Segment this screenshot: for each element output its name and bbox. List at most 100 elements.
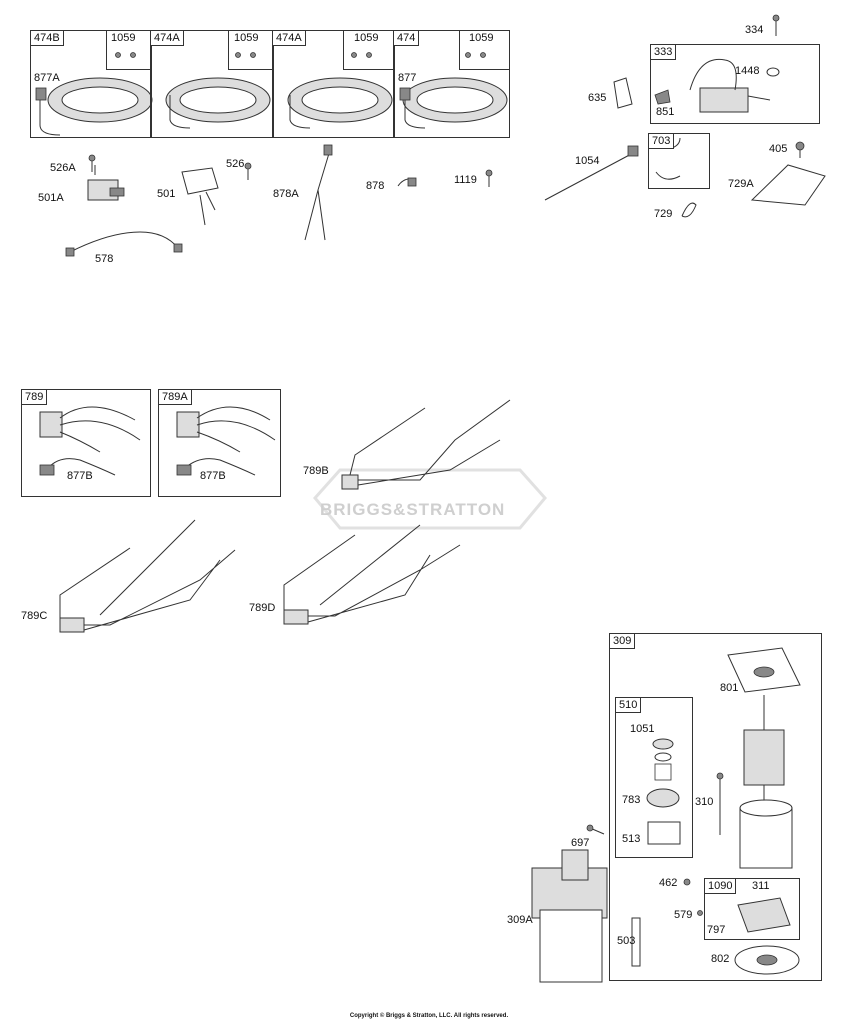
- label-797: 797: [707, 924, 726, 936]
- label-1054: 1054: [575, 155, 600, 167]
- screw-1059-box-3: [343, 30, 394, 70]
- harness-789: [39, 406, 141, 476]
- tag-1059-4: 1059: [466, 31, 497, 45]
- label-801: 801: [720, 682, 739, 694]
- screw-1059-box-2: [228, 30, 273, 70]
- harness-789D: [283, 524, 461, 625]
- label-526A: 526A: [50, 162, 76, 174]
- screw-1119: [485, 169, 493, 187]
- screw-334: [772, 14, 780, 36]
- tag-474B: 474B: [30, 30, 64, 46]
- label-334: 334: [745, 24, 764, 36]
- tag-474A-2: 474A: [272, 30, 306, 46]
- drive-kit-510: [646, 738, 681, 845]
- label-697: 697: [571, 837, 590, 849]
- label-877: 877: [398, 72, 417, 84]
- washer-1448: [766, 67, 780, 77]
- stator-474A-right: [287, 77, 393, 129]
- bolt-310: [716, 772, 724, 835]
- label-789D: 789D: [249, 602, 276, 614]
- label-789C: 789C: [21, 610, 48, 622]
- label-503: 503: [617, 935, 636, 947]
- label-462: 462: [659, 877, 678, 889]
- tag-789: 789: [21, 389, 48, 405]
- label-802: 802: [711, 953, 730, 965]
- label-878: 878: [366, 180, 385, 192]
- screw-1059-box-4: [459, 30, 510, 70]
- label-783: 783: [622, 794, 641, 806]
- bracket-801: [727, 647, 801, 693]
- tag-1059-3: 1059: [351, 31, 382, 45]
- washer-462: [683, 878, 691, 886]
- tag-309: 309: [609, 633, 636, 649]
- watermark-logo: [313, 468, 547, 530]
- harness-789B: [341, 399, 511, 490]
- label-311: 311: [752, 880, 770, 892]
- housing: [739, 799, 793, 869]
- starter-box-309: [609, 633, 822, 981]
- tag-1090: 1090: [704, 878, 737, 894]
- label-578: 578: [95, 253, 114, 265]
- spark-plug-boot-635: [613, 77, 633, 109]
- tag-1059-1: 1059: [108, 31, 139, 45]
- screw-405: [795, 141, 805, 158]
- ignition-box-333: [650, 44, 820, 124]
- label-851: 851: [656, 106, 675, 118]
- harness-789C: [59, 519, 236, 633]
- label-729A: 729A: [728, 178, 754, 190]
- connector-878: [397, 177, 417, 187]
- label-1051: 1051: [630, 723, 655, 735]
- label-789B: 789B: [303, 465, 329, 477]
- label-877B-2: 877B: [200, 470, 226, 482]
- tag-333: 333: [650, 44, 677, 60]
- regulator-501: [181, 167, 219, 226]
- screw-1059-icons: [115, 52, 486, 58]
- harness-878A: [304, 144, 333, 241]
- label-501A: 501A: [38, 192, 64, 204]
- screw-697: [586, 824, 605, 835]
- terminal-503: [631, 917, 641, 967]
- nut-579: [697, 910, 703, 916]
- ignition-coil-333: [689, 58, 771, 113]
- clip-box-703: [648, 133, 710, 189]
- clip-851: [654, 89, 671, 105]
- end-cap-802: [734, 945, 800, 975]
- tag-703: 703: [648, 133, 675, 149]
- brush-plate-311: [737, 897, 791, 933]
- screw-526A: [88, 154, 96, 172]
- screw-1059-box-1: [106, 30, 151, 70]
- shield-729A: [750, 164, 826, 206]
- clip-729: [681, 202, 697, 218]
- regulator-501A: [87, 165, 125, 201]
- drive-box-510: [615, 697, 693, 858]
- copyright-text: Copyright © Briggs & Stratton, LLC. All …: [349, 1013, 509, 1019]
- label-579: 579: [674, 909, 693, 921]
- brush-box-1090: [704, 878, 800, 940]
- label-1119: 1119: [454, 174, 477, 186]
- harness-box-789A: [158, 389, 281, 497]
- screw-526: [244, 162, 252, 180]
- harness-789A: [176, 406, 276, 476]
- label-513: 513: [622, 833, 641, 845]
- label-526: 526: [226, 158, 245, 170]
- label-877A: 877A: [34, 72, 60, 84]
- stator-877A: [35, 77, 153, 136]
- harness-578: [65, 231, 183, 257]
- tag-789A: 789A: [158, 389, 192, 405]
- tag-510: 510: [615, 697, 642, 713]
- tag-474A-1: 474A: [150, 30, 184, 46]
- starter-motor-309A: [531, 849, 608, 983]
- label-309A: 309A: [507, 914, 533, 926]
- harness-box-789: [21, 389, 151, 497]
- label-729: 729: [654, 208, 673, 220]
- stator-877: [399, 77, 508, 129]
- cable-tie-1054: [544, 145, 639, 201]
- tag-474: 474: [393, 30, 420, 46]
- label-310: 310: [695, 796, 714, 808]
- label-501: 501: [157, 188, 176, 200]
- label-878A: 878A: [273, 188, 299, 200]
- stator-474A-left: [165, 77, 271, 129]
- label-877B-1: 877B: [67, 470, 93, 482]
